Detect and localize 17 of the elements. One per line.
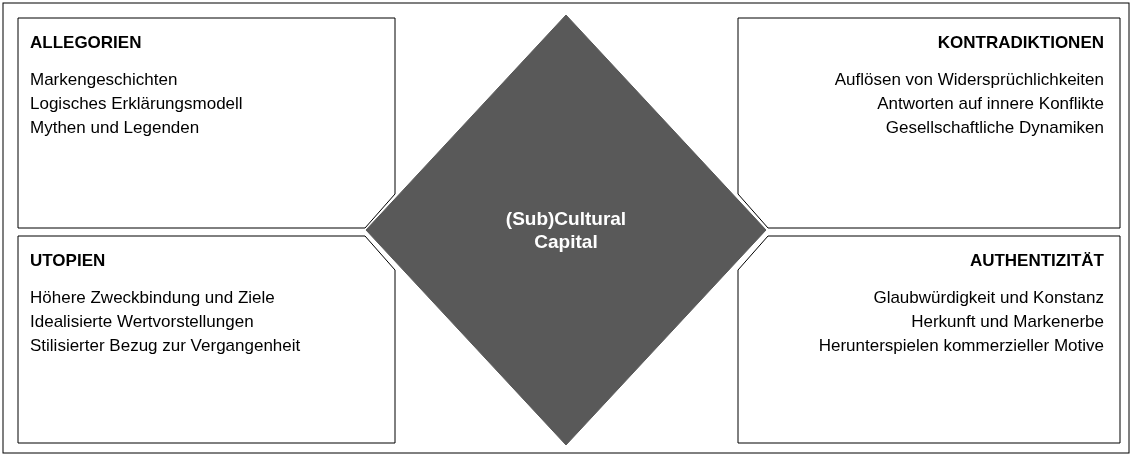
box-heading: KONTRADIKTIONEN bbox=[937, 32, 1104, 53]
list-item: Glaubwürdigkeit und Konstanz bbox=[873, 287, 1104, 308]
box-heading: AUTHENTIZITÄT bbox=[969, 250, 1104, 271]
list-item: Markengeschichten bbox=[30, 69, 178, 90]
list-item: Herkunft und Markenerbe bbox=[911, 311, 1104, 332]
list-item: Logisches Erklärungsmodell bbox=[30, 93, 243, 114]
list-item: Mythen und Legenden bbox=[30, 117, 200, 138]
list-item: Höhere Zweckbindung und Ziele bbox=[30, 287, 275, 308]
list-item: Antworten auf innere Konflikte bbox=[877, 93, 1104, 114]
list-item: Stilisierter Bezug zur Vergangenheit bbox=[30, 335, 301, 356]
list-item: Gesellschaftliche Dynamiken bbox=[885, 117, 1104, 138]
box-heading: ALLEGORIEN bbox=[30, 32, 142, 53]
center-label: (Sub)Cultural Capital bbox=[504, 207, 628, 253]
box-heading: UTOPIEN bbox=[30, 250, 106, 271]
list-item: Auflösen von Widersprüchlichkeiten bbox=[834, 69, 1104, 90]
list-item: Herunterspielen kommerzieller Motive bbox=[818, 335, 1104, 356]
list-item: Idealisierte Wertvorstellungen bbox=[30, 311, 254, 332]
